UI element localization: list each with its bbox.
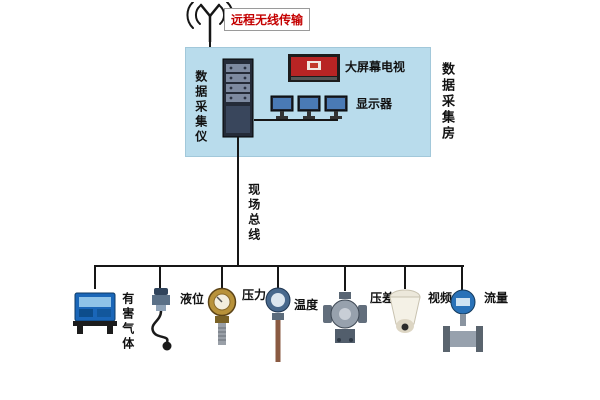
- wireless-transmission-label: 远程无线传输: [224, 8, 311, 31]
- server-cabinet-icon: [222, 58, 254, 138]
- monitor-icon: [297, 95, 321, 119]
- fieldbus-label: 现场总线: [246, 183, 261, 243]
- fieldbus-line: [237, 137, 239, 265]
- harmful-gas-detector-icon: [73, 292, 117, 334]
- monitor-icon: [270, 95, 294, 119]
- monitor-icon: [324, 95, 348, 119]
- device-label-video: 视频: [428, 291, 453, 305]
- daq-instrument-label: 数据采集仪: [193, 70, 208, 145]
- device-label-flow: 流量: [484, 291, 509, 305]
- drop-line-flow: [461, 265, 463, 290]
- flow-meter-icon: [443, 289, 483, 352]
- drop-line-video: [404, 265, 406, 289]
- bus-line: [94, 265, 464, 267]
- drop-line-temperature: [277, 265, 279, 289]
- drop-line-pressure: [221, 265, 223, 289]
- drop-line-harmful-gas: [94, 265, 96, 289]
- liquid-level-transmitter-icon: [151, 288, 172, 351]
- big-screen-tv-icon: [288, 54, 340, 82]
- video-camera-icon: [389, 289, 421, 333]
- antenna-mast-line: [209, 40, 211, 48]
- device-label-harmful-gas: 有害气体: [120, 292, 135, 352]
- tv-label: 大屏幕电视: [345, 60, 406, 74]
- device-label-diff-pressure: 压差: [370, 291, 395, 305]
- device-label-temperature: 温度: [294, 298, 319, 312]
- drop-line-diff-pressure: [344, 265, 346, 291]
- monitor-link-line: [254, 119, 338, 121]
- pressure-transmitter-icon: [207, 287, 237, 345]
- device-label-liquid-level: 液位: [180, 292, 205, 306]
- device-label-pressure: 压力: [242, 288, 267, 302]
- monitor-label: 显示器: [356, 97, 393, 111]
- temperature-transmitter-icon: [265, 287, 291, 362]
- daq-room-label: 数据采集房: [438, 62, 454, 142]
- diff-pressure-transmitter-icon: [323, 292, 367, 343]
- drop-line-liquid-level: [159, 265, 161, 289]
